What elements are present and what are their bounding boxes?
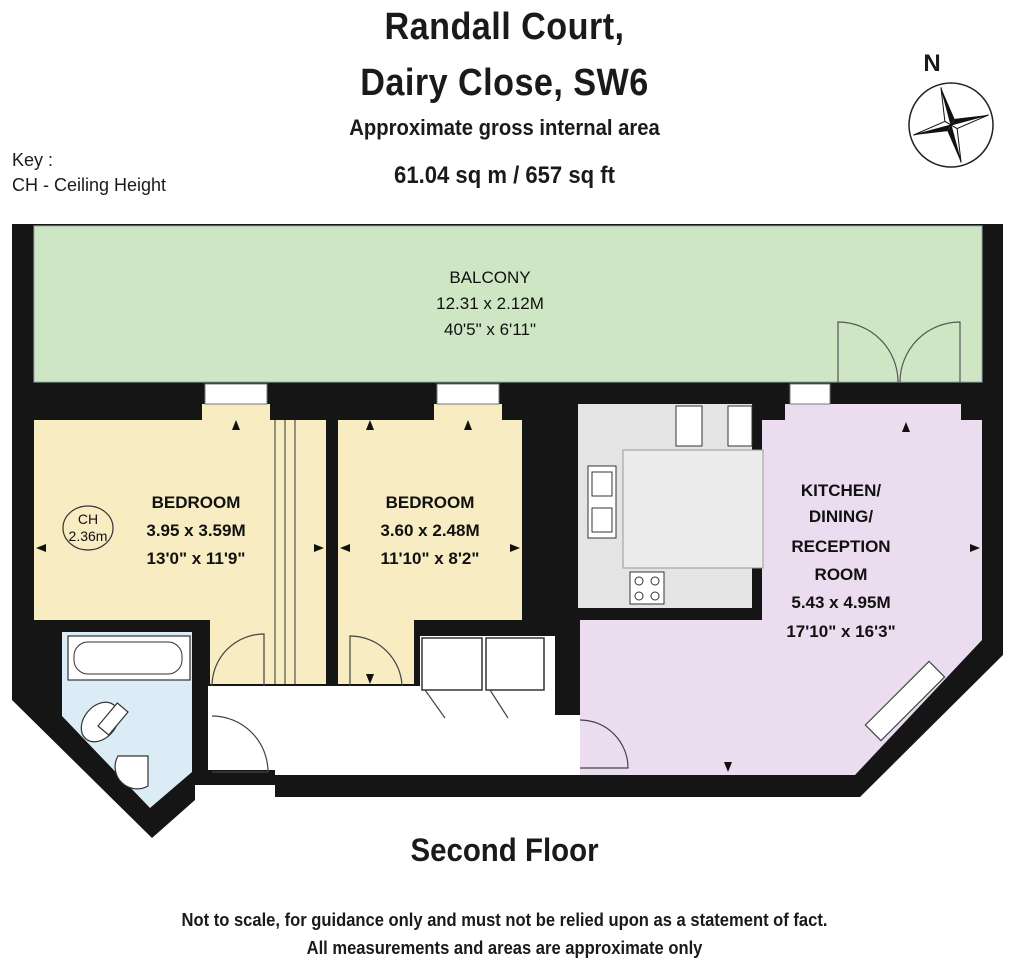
bathroom-basin: [114, 755, 149, 790]
window-bedroom-2: [436, 383, 500, 405]
dimension-arrows: [36, 420, 980, 772]
toilet: [80, 701, 129, 743]
kitchen-hob: [629, 571, 665, 605]
bedroom-1-area: [34, 420, 326, 620]
kitchen-label: KITCHEN/ DINING/ RECEPTION ROOM 5.43 x 4…: [786, 481, 895, 641]
bedroom-1-imperial: 13'0" x 11'9": [147, 549, 246, 568]
bath-tub: [67, 635, 191, 681]
bedroom-1-wardrobe: [274, 420, 296, 684]
bedroom-2-imperial: 11'10" x 8'2": [381, 549, 480, 568]
kitchen-sink: [587, 465, 617, 539]
interior-doors: [211, 633, 629, 773]
property-name: Randall Court,: [384, 6, 625, 48]
french-doors: [837, 321, 961, 383]
window-bedroom-1: [204, 383, 268, 405]
bedroom-1-metric: 3.95 x 3.59M: [146, 521, 245, 540]
compass-north-letter: N: [923, 50, 941, 77]
bedroom-2-label: BEDROOM 3.60 x 2.48M 11'10" x 8'2": [380, 493, 479, 568]
property-address: Dairy Close, SW6: [360, 62, 649, 104]
ceiling-height-code: CH: [78, 511, 98, 527]
bedroom-2-window-recess: [434, 404, 502, 422]
disclaimer-line-2: All measurements and areas are approxima…: [306, 938, 703, 958]
balcony-name: BALCONY: [449, 268, 530, 287]
kitchen-name-2: DINING/: [809, 507, 874, 526]
bedroom-2-area: [338, 420, 522, 620]
gross-area: 61.04 sq m / 657 sq ft: [394, 162, 615, 189]
window-kitchen: [789, 383, 831, 405]
wardrobe-2: [485, 637, 545, 691]
kitchen-metric: 5.43 x 4.95M: [791, 593, 890, 612]
ceiling-height-label: CH 2.36m: [69, 511, 108, 544]
balcony-label: BALCONY 12.31 x 2.12M 40'5" x 6'11": [436, 268, 544, 339]
kitchen-imperial: 17'10" x 16'3": [786, 622, 895, 641]
reception-fireplace: [864, 660, 946, 742]
key-label: Key :: [12, 150, 54, 170]
bedroom-2-name: BEDROOM: [386, 493, 475, 512]
key-item: CH - Ceiling Height: [12, 175, 167, 195]
kitchen-name-3: RECEPTION: [791, 537, 890, 556]
kitchen-name-4: ROOM: [815, 565, 868, 584]
bedroom-2-lower: [338, 618, 414, 684]
balcony-imperial: 40'5" x 6'11": [444, 320, 536, 339]
wardrobe-1: [421, 637, 483, 691]
bedroom-1-label: BEDROOM 3.95 x 3.59M 13'0" x 11'9": [146, 493, 245, 568]
disclaimer-line-1: Not to scale, for guidance only and must…: [181, 910, 828, 930]
balcony-metric: 12.31 x 2.12M: [436, 294, 544, 313]
kitchen-reception-area: [580, 420, 982, 775]
ceiling-height-value: 2.36m: [69, 528, 108, 544]
area-caption: Approximate gross internal area: [349, 115, 660, 140]
bedroom-1-lower: [210, 618, 326, 684]
compass: N: [906, 50, 998, 170]
bedroom-1-window-recess: [202, 404, 270, 422]
kitchen-island: [622, 449, 764, 569]
bedroom-1-name: BEDROOM: [152, 493, 241, 512]
balcony-area: [33, 225, 983, 383]
kitchen-name-1: KITCHEN/: [801, 481, 882, 500]
floor-name: Second Floor: [410, 832, 599, 868]
compass-rose-icon: [908, 82, 994, 168]
ceiling-height-marker: [62, 505, 114, 551]
reception-window-recess: [785, 404, 961, 422]
kitchen-appliances: [675, 405, 753, 447]
bedroom-2-metric: 3.60 x 2.48M: [380, 521, 479, 540]
